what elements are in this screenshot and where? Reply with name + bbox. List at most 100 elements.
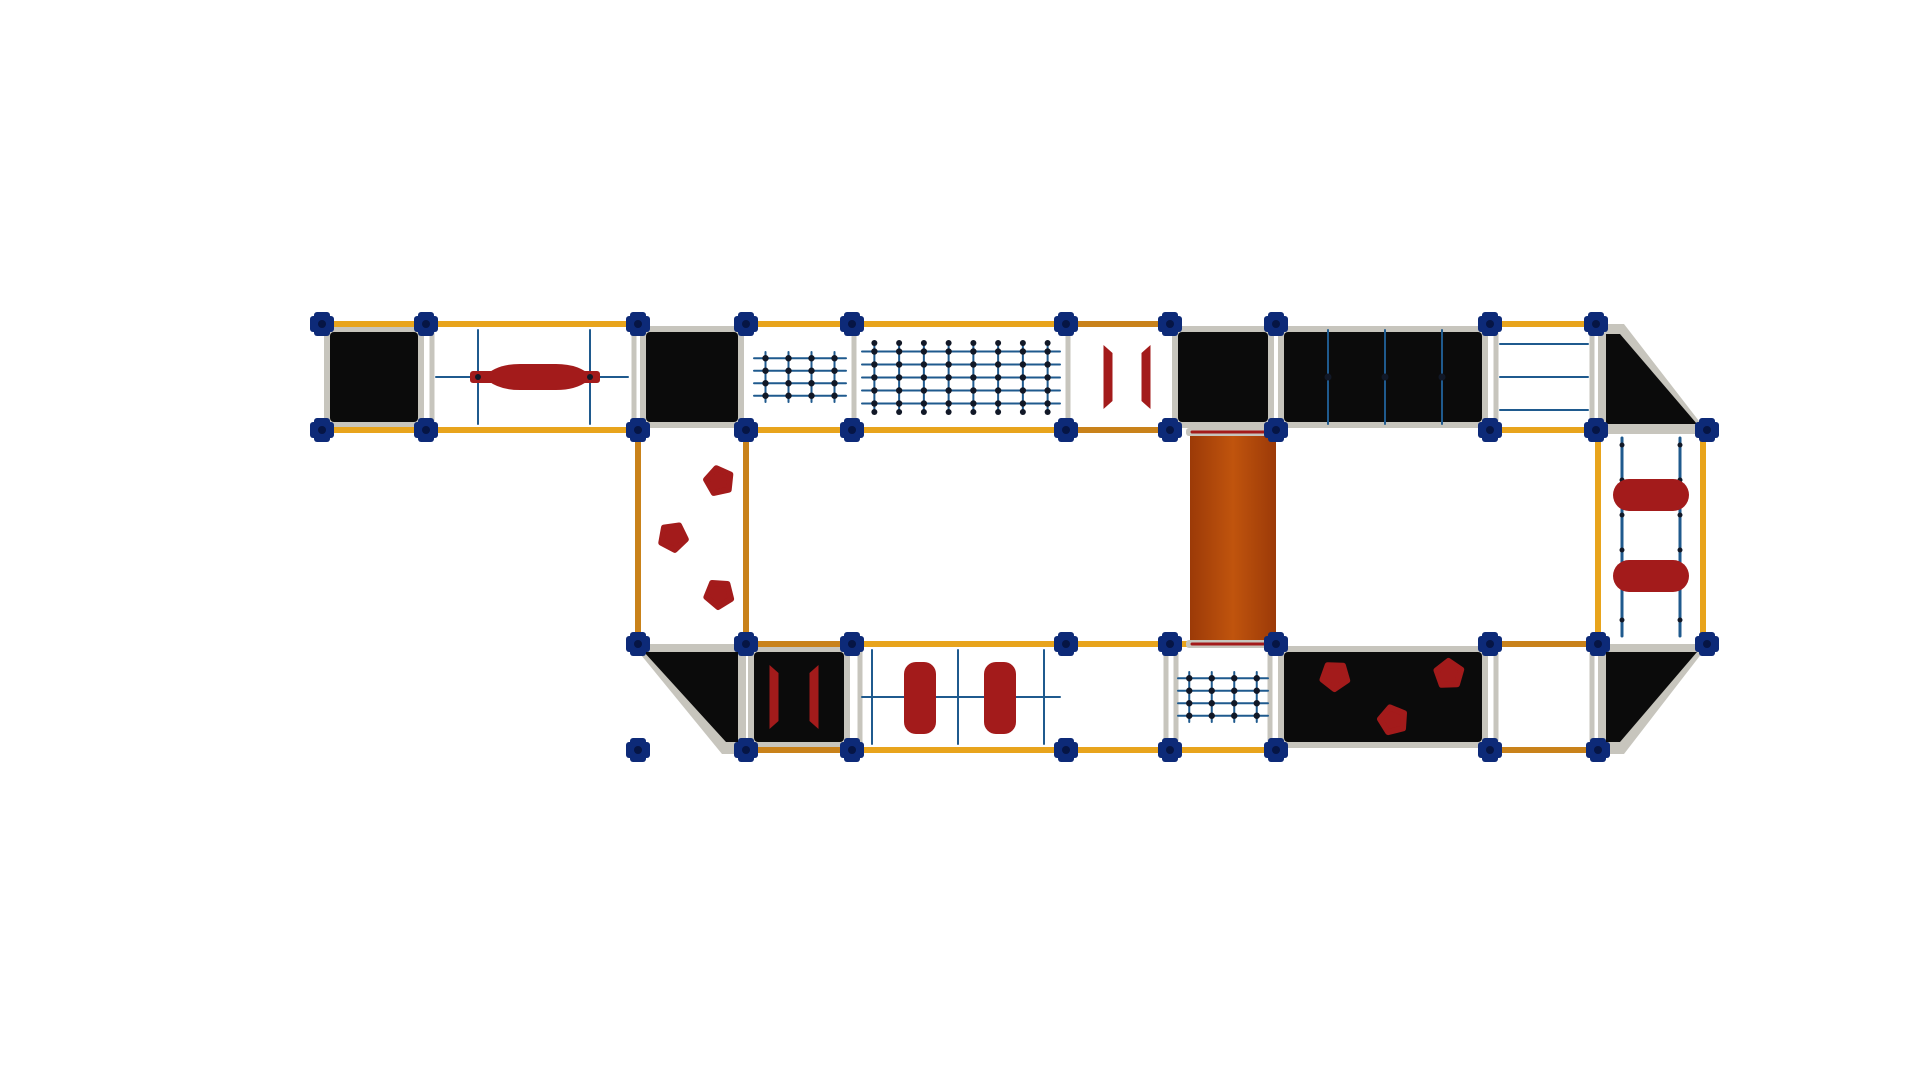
rope-net-a-knot-1-0 [785, 355, 792, 362]
clamp-10-bolt [1062, 320, 1070, 328]
clamp-15 [1264, 418, 1288, 442]
rope-net-b-bottom-bead-7 [1044, 409, 1051, 415]
clamp-16 [1478, 312, 1502, 336]
clamp-25-bolt [848, 640, 856, 648]
clamp-9-bolt [848, 426, 856, 434]
clamp-14 [1264, 312, 1288, 336]
rope-net-c-knot-2-2 [1231, 700, 1238, 707]
rope-net-b-knot-5-1 [994, 361, 1002, 368]
clamp-36 [1586, 738, 1610, 762]
rope-net-b-knot-2-3 [920, 387, 928, 394]
clamp-21-bolt [634, 640, 642, 648]
clamp-8-bolt [848, 320, 856, 328]
clamp-2-bolt [422, 320, 430, 328]
rope-net-b-top-bead-4 [970, 340, 977, 346]
clamp-5 [626, 418, 650, 442]
rope-net-a-knot-1-2 [785, 380, 792, 387]
clamp-22-bolt [634, 746, 642, 754]
rope-net-b-knot-1-2 [895, 374, 903, 381]
ladder-knot-l-0 [1619, 442, 1625, 448]
rope-net-a-knot-1-3 [785, 392, 792, 399]
clamp-13-bolt [1166, 426, 1174, 434]
triangle-deck-bottom-right [1606, 652, 1697, 742]
rope-net-a-knot-2-2 [808, 380, 815, 387]
rope-net-b-bottom-bead-1 [896, 409, 903, 415]
clamp-19-bolt [1592, 426, 1600, 434]
rope-net-b-knot-5-4 [994, 400, 1002, 407]
clamp-37 [1695, 632, 1719, 656]
rock-hold-left-1 [703, 465, 734, 496]
rope-net-c-knot-2-0 [1231, 675, 1238, 682]
rope-net-b-knot-1-3 [895, 387, 903, 394]
clamp-33-bolt [1486, 640, 1494, 648]
rope-net-b-knot-3-2 [945, 374, 952, 381]
rope-net-b-knot-7-2 [1044, 374, 1051, 381]
clamp-13 [1158, 418, 1182, 442]
rope-grid-knot-0 [1324, 373, 1332, 381]
ladder-knot-r-3 [1677, 547, 1683, 553]
clamp-20-bolt [1703, 426, 1711, 434]
rope-net-b-knot-7-1 [1044, 361, 1051, 368]
ladder-tire-upper [1613, 479, 1689, 511]
clamp-21 [626, 632, 650, 656]
rope-net-b [861, 340, 1061, 415]
clamp-18-bolt [1592, 320, 1600, 328]
rope-net-a-knot-1-1 [785, 367, 792, 374]
ladder-knot-r-5 [1677, 617, 1683, 623]
rope-net-b-top-bead-0 [871, 340, 878, 346]
clamp-27-bolt [1062, 640, 1070, 648]
ladder-tire-lower [1613, 560, 1689, 592]
rope-net-b-knot-7-3 [1044, 387, 1051, 394]
clamp-6 [734, 312, 758, 336]
rope-net-b-knot-3-4 [945, 400, 952, 407]
clamp-19 [1584, 418, 1608, 442]
rope-net-b-bottom-bead-6 [1019, 409, 1026, 415]
rock-hold-bottom-1 [1319, 662, 1351, 692]
beam-knot-1 [587, 374, 593, 380]
clamp-12-bolt [1166, 320, 1174, 328]
clamp-17-bolt [1486, 426, 1494, 434]
clamp-24 [734, 738, 758, 762]
rope-net-b-bottom-bead-0 [871, 409, 878, 415]
clamp-18 [1584, 312, 1608, 336]
ladder-knot-l-5 [1619, 617, 1625, 623]
clamp-28-bolt [1062, 746, 1070, 754]
clamp-layer [310, 312, 1719, 762]
rope-net-c-knot-0-3 [1186, 712, 1193, 719]
rope-net-c-knot-0-1 [1186, 687, 1193, 694]
clamp-32-bolt [1272, 746, 1280, 754]
triangle-deck-bottom-left [644, 652, 738, 742]
rope-net-b-knot-6-3 [1019, 387, 1027, 394]
rope-net-c [1177, 671, 1269, 723]
rope-net-c-knot-3-2 [1253, 700, 1260, 707]
rope-net-a-knot-3-0 [831, 355, 838, 362]
rope-net-b-top-bead-2 [920, 340, 927, 346]
clamp-33 [1478, 632, 1502, 656]
stepping-pod-left [904, 662, 936, 734]
rope-net-b-knot-0-1 [871, 361, 878, 368]
clamp-6-bolt [742, 320, 750, 328]
clamp-4-bolt [634, 320, 642, 328]
rope-net-b-knot-1-4 [895, 400, 903, 407]
deck-bottom-grips [754, 652, 844, 742]
clamp-7 [734, 418, 758, 442]
deck-top-2 [646, 332, 738, 422]
deck-top-grips [1178, 332, 1268, 422]
rope-net-c-knot-0-0 [1186, 675, 1193, 682]
clamp-23 [734, 632, 758, 656]
rope-net-c-knot-1-3 [1208, 712, 1215, 719]
rope-net-b-knot-6-1 [1019, 361, 1027, 368]
clamp-12 [1158, 312, 1182, 336]
clamp-37-bolt [1703, 640, 1711, 648]
rope-net-b-top-bead-6 [1019, 340, 1026, 346]
rope-net-a-knot-0-2 [762, 380, 769, 387]
rope-net-b-top-bead-7 [1044, 340, 1051, 346]
rope-net-b-knot-6-2 [1019, 374, 1027, 381]
rope-net-b-knot-0-4 [871, 400, 878, 407]
clamp-2 [414, 312, 438, 336]
grip-top-left [1103, 345, 1113, 409]
clamp-25 [840, 632, 864, 656]
clamp-30-bolt [1166, 746, 1174, 754]
ladder-knot-l-3 [1619, 547, 1625, 553]
